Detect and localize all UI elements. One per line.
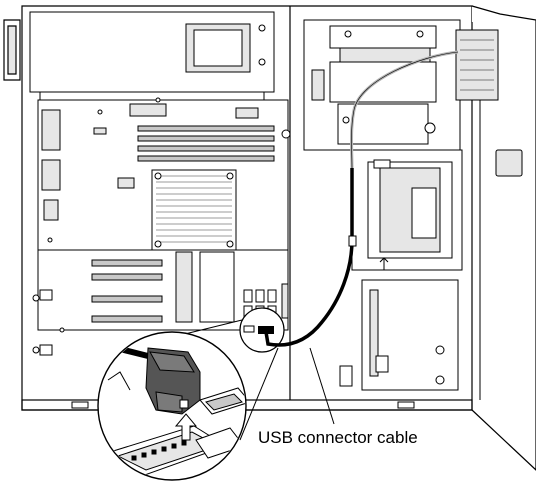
power-supply: [29, 11, 275, 100]
rear-handle: [3, 19, 21, 81]
zoom-source-circle: [239, 307, 285, 353]
drive-cage: [303, 19, 499, 151]
zoom-detail-circle: [97, 331, 247, 481]
lower-drive-bay: [339, 149, 463, 391]
system-board: [37, 97, 291, 251]
chassis-screws: [32, 294, 415, 409]
usb-connector-cable-label: USB connector cable: [258, 428, 418, 447]
usb-connector-cable: [264, 168, 354, 347]
callout-leader-line: [309, 347, 335, 425]
